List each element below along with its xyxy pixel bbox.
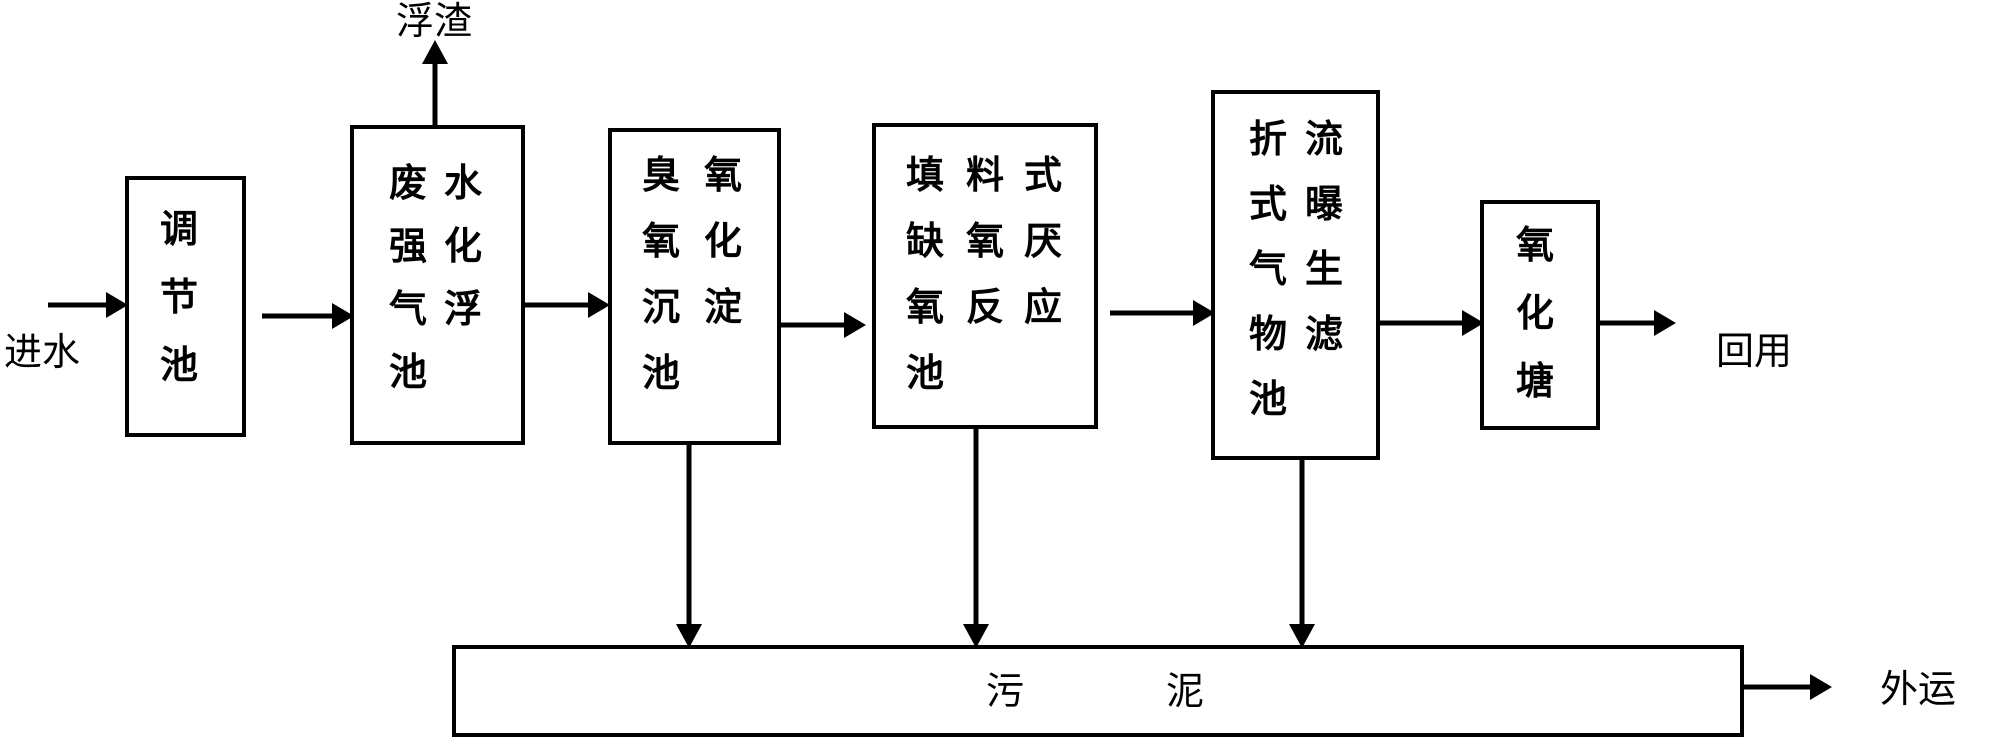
regulating-tank-label: 调 节 池 (160, 207, 198, 387)
flotation-tank-label: 废 水 强 化 气 浮 池 (389, 161, 483, 394)
unit-char: 氧 (1516, 223, 1554, 267)
anaerobic-reactor-box (872, 123, 1098, 429)
unit-char: 气 (389, 287, 427, 331)
unit-char: 强 (389, 224, 427, 268)
flow-lines (48, 62, 1814, 690)
unit-char: 浮 (444, 287, 482, 331)
regulating-tank-box (125, 176, 246, 437)
arrowhead-right-icon (844, 312, 866, 338)
unit-char: 填 (906, 153, 944, 197)
unit-char: 废 (389, 161, 427, 205)
unit-char: 池 (906, 351, 944, 395)
anaerobic-reactor-label: 填 料 式 缺 氧 厌 氧 反 应 池 (906, 153, 1062, 395)
unit-char: 式 (1249, 182, 1287, 226)
haul-away-label: 外运 (1880, 667, 1956, 711)
reuse-label: 回用 (1716, 329, 1792, 373)
unit-char: 氧 (642, 219, 680, 263)
flotation-tank-box (350, 125, 525, 445)
unit-char: 节 (160, 275, 198, 319)
inlet-label: 进水 (4, 330, 80, 374)
unit-char: 调 (160, 207, 198, 251)
unit-char: 应 (1024, 285, 1062, 329)
unit-char: 化 (444, 224, 482, 268)
unit-char: 料 (966, 153, 1004, 197)
arrowhead-right-icon (332, 303, 354, 329)
unit-char: 沉 (642, 285, 680, 329)
unit-char: 池 (642, 351, 680, 395)
unit-char: 反 (966, 285, 1004, 329)
unit-char: 式 (1024, 153, 1062, 197)
arrowhead-down-icon (963, 624, 989, 648)
unit-char: 折 (1249, 117, 1287, 161)
arrowhead-right-icon (1462, 310, 1484, 336)
ozone-oxidation-tank-box (608, 128, 781, 445)
unit-char: 化 (704, 219, 742, 263)
oxidation-pond-label: 氧 化 塘 (1516, 223, 1554, 403)
arrowhead-up-icon (422, 40, 448, 64)
unit-char: 污 (986, 669, 1024, 713)
unit-char: 池 (389, 350, 427, 394)
arrowhead-right-icon (588, 292, 610, 318)
arrowheads (106, 40, 1832, 700)
unit-char: 物 (1249, 312, 1287, 356)
unit-char: 生 (1305, 247, 1343, 291)
arrowhead-down-icon (676, 624, 702, 648)
arrowhead-down-icon (1289, 624, 1315, 648)
unit-char: 水 (444, 161, 483, 205)
unit-char: 氧 (966, 219, 1004, 263)
unit-char: 氧 (704, 153, 742, 197)
unit-char: 氧 (906, 285, 944, 329)
baf-tank-label: 折 流 式 曝 气 生 物 滤 池 (1249, 117, 1343, 421)
unit-char: 缺 (906, 219, 944, 263)
unit-char: 厌 (1024, 219, 1062, 263)
unit-char: 池 (1249, 377, 1287, 421)
unit-char: 曝 (1305, 182, 1343, 226)
arrowhead-right-icon (1810, 674, 1832, 700)
unit-char: 流 (1305, 117, 1343, 161)
baf-tank-box (1211, 90, 1380, 460)
sludge-box (452, 645, 1744, 737)
unit-char: 淀 (704, 285, 742, 329)
unit-char: 臭 (642, 153, 680, 197)
arrowhead-right-icon (1193, 300, 1215, 326)
arrowhead-right-icon (1654, 310, 1676, 336)
ozone-oxidation-tank-label: 臭 氧 氧 化 沉 淀 池 (642, 153, 742, 395)
unit-char: 化 (1516, 291, 1554, 335)
unit-char: 滤 (1305, 312, 1343, 356)
oxidation-pond-box (1480, 200, 1600, 430)
unit-char: 泥 (1166, 669, 1204, 713)
unit-char: 池 (160, 343, 198, 387)
unit-char: 气 (1249, 247, 1287, 291)
unit-char: 塘 (1516, 359, 1554, 403)
arrowhead-right-icon (106, 292, 128, 318)
sludge-label: 污 泥 (986, 669, 1204, 713)
scum-label: 浮渣 (396, 0, 472, 43)
